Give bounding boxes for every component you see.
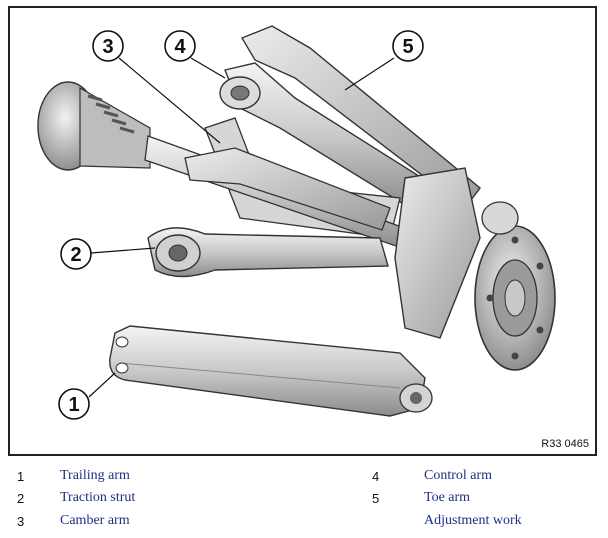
callout-5-label: 5	[402, 36, 413, 58]
callout-leaders	[88, 57, 395, 398]
figure-frame: 3 4 5 2 1 R33 0465	[8, 6, 597, 456]
callout-4-label: 4	[174, 36, 186, 58]
traction-strut-part	[147, 227, 389, 278]
trailing-arm-part	[109, 325, 426, 417]
legend-num: 4	[372, 469, 380, 484]
camber-arm-part	[184, 147, 391, 231]
legend-num: 5	[372, 491, 380, 506]
legend-label-toe-arm: Toe arm	[424, 490, 471, 505]
legend-num: 1	[17, 469, 25, 484]
legend-num: 3	[17, 514, 25, 529]
callout-3-label: 3	[102, 36, 113, 58]
legend-label-camber-arm: Camber arm	[60, 513, 130, 528]
legend-label-traction-strut: Traction strut	[60, 490, 136, 505]
callout-1-label: 1	[68, 394, 79, 416]
callout-3: 3	[92, 30, 124, 62]
callout-1: 1	[58, 388, 90, 420]
legend-label-adjustment-work: Adjustment work	[424, 513, 522, 528]
callout-4: 4	[164, 30, 196, 62]
wheel-hub-part	[394, 167, 556, 371]
legend-label-control-arm: Control arm	[424, 468, 493, 483]
toe-arm-part	[240, 25, 481, 209]
figure-id: R33 0465	[541, 438, 589, 450]
legend-label-trailing-arm: Trailing arm	[60, 468, 130, 483]
suspension-illustration: 3 4 5 2 1	[37, 25, 556, 420]
callout-2: 2	[60, 238, 92, 270]
legend-num: 2	[17, 491, 25, 506]
callout-2-label: 2	[70, 244, 81, 266]
callout-5: 5	[392, 30, 424, 62]
